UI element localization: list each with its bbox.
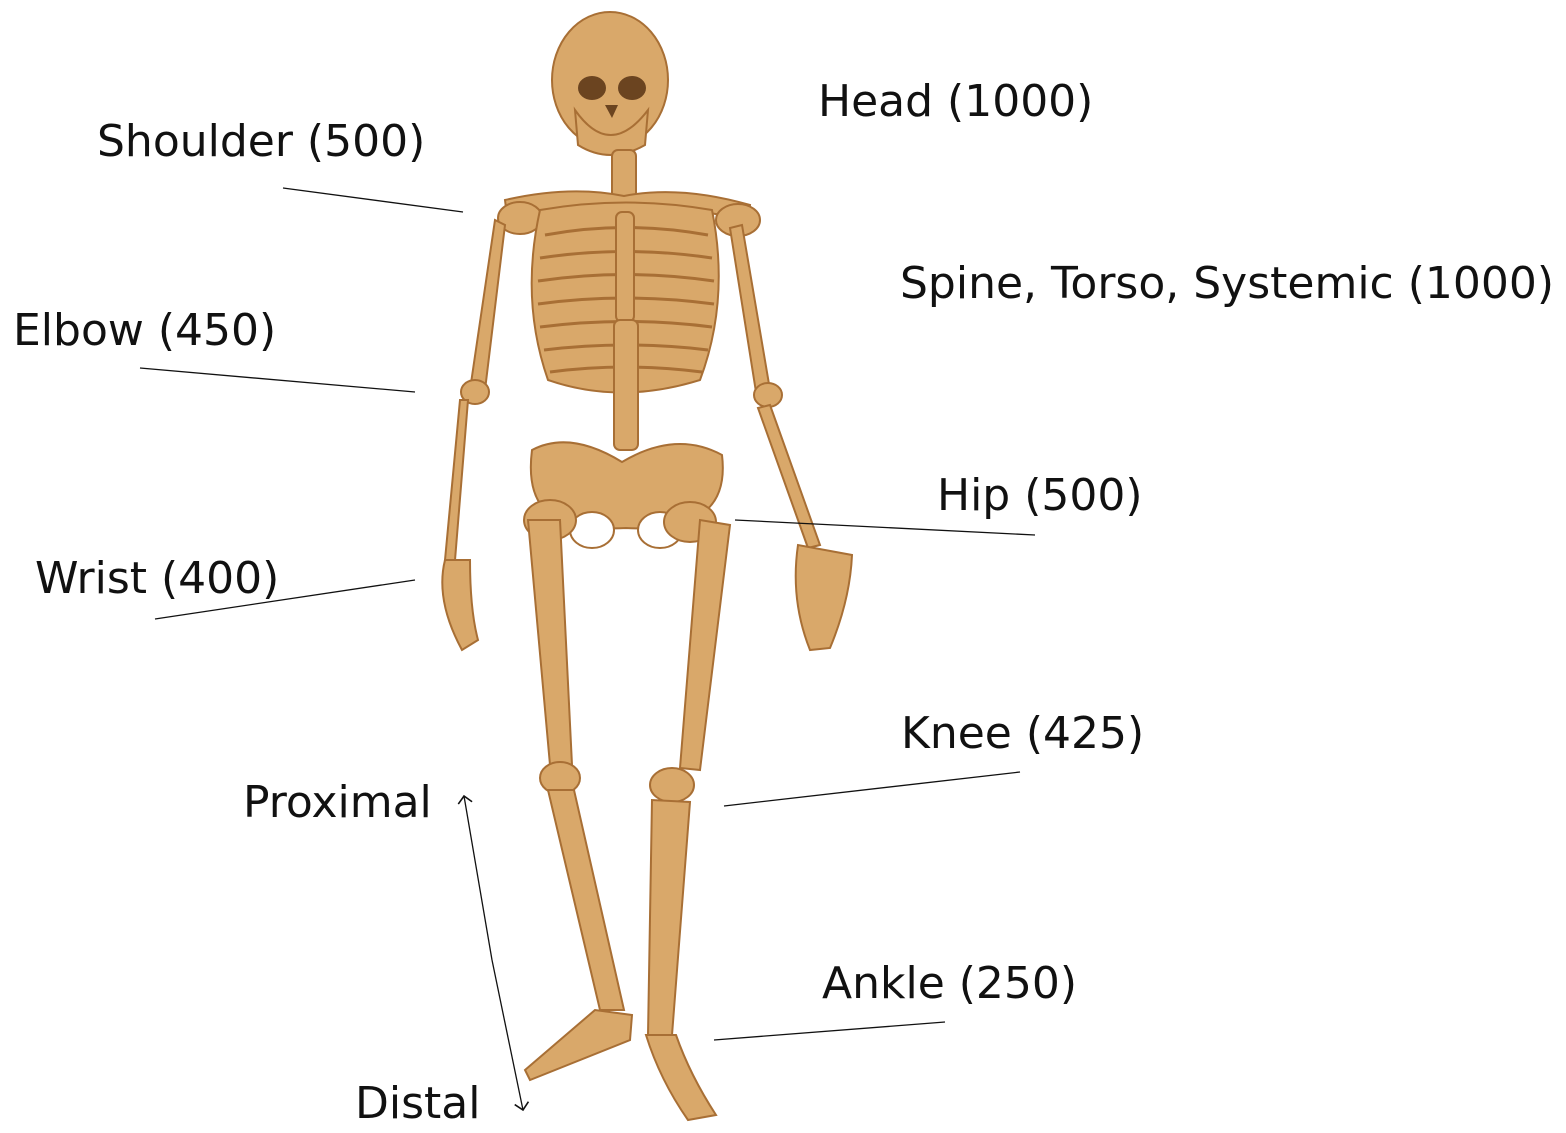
head-label: Head (1000) (818, 80, 1093, 124)
leader-shoulder (283, 188, 463, 212)
neck (612, 150, 636, 200)
leader-hip (735, 520, 1035, 535)
knee-label: Knee (425) (901, 712, 1144, 756)
right-hand (796, 545, 852, 650)
skeleton (442, 12, 852, 1120)
left-hand (442, 560, 478, 650)
skull (552, 12, 668, 148)
sternum (616, 212, 634, 322)
right-foot (646, 1035, 716, 1120)
left-tibia (548, 790, 624, 1010)
elbow-label: Elbow (450) (13, 309, 276, 353)
ankle-label: Ankle (250) (822, 962, 1077, 1006)
distal-label: Distal (355, 1082, 480, 1126)
left-humerus (470, 220, 505, 390)
right-forearm (758, 405, 820, 548)
right-tibia (648, 800, 690, 1035)
spine-label: Spine, Torso, Systemic (1000) (900, 262, 1554, 306)
leader-ankle (714, 1022, 945, 1040)
left-femur (528, 520, 572, 765)
proximal-arrow (464, 796, 492, 960)
left-forearm (445, 400, 468, 560)
spine (614, 320, 638, 450)
distal-arrow (492, 960, 523, 1110)
right-femur (680, 520, 730, 770)
leader-knee (724, 772, 1020, 806)
shoulder-label: Shoulder (500) (97, 120, 425, 164)
wrist-label: Wrist (400) (35, 557, 279, 601)
proximal-label: Proximal (243, 781, 432, 825)
leader-elbow (140, 368, 415, 392)
left-foot (525, 1010, 632, 1080)
right-humerus (730, 225, 770, 392)
hip-label: Hip (500) (937, 474, 1143, 518)
